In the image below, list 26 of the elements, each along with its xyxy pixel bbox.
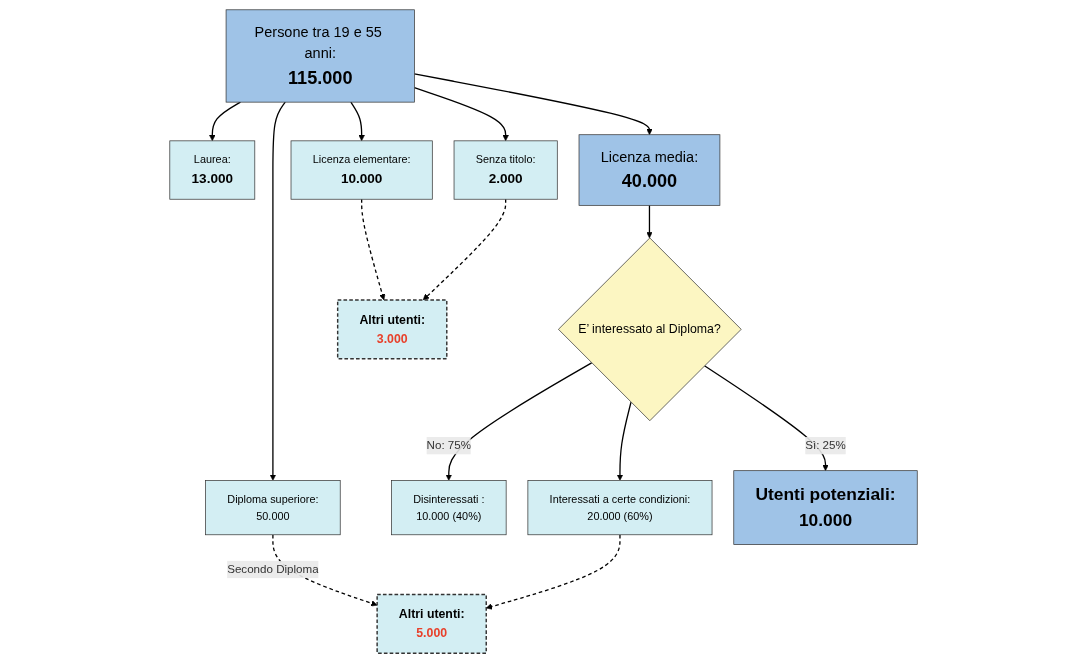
node-box: Laurea: 13.000	[169, 140, 256, 200]
edge-label: Secondo Diploma	[227, 563, 320, 576]
arrow	[446, 362, 593, 481]
node-box: Interessati a certe condizioni: 20.000 (60%)	[528, 480, 713, 536]
node-box: Licenza elementare: 10.000	[291, 140, 434, 200]
node-box: Altri utenti: 5.000	[376, 593, 488, 654]
node-diamond: E’ interessato al Diploma?	[558, 237, 743, 422]
arrow	[486, 534, 622, 610]
node-box: Licenza media: 40.000	[579, 134, 721, 206]
arrow	[423, 198, 507, 301]
node-box: Altri utenti: 3.000	[337, 299, 448, 360]
arrow	[270, 101, 287, 481]
edge-label: No: 75%	[427, 439, 472, 452]
node-box: Senza titolo: 2.000	[454, 140, 559, 200]
edge-label: Sì: 25%	[805, 439, 847, 452]
arrow	[646, 204, 654, 239]
arrow	[209, 101, 242, 142]
node-box: Persone tra 19 e 55 anni: 115.000	[226, 9, 416, 103]
arrow	[414, 73, 654, 135]
node-box: Utenti potenziali: 10.000	[733, 470, 919, 545]
arrow	[350, 101, 366, 142]
node-box: Diploma superiore: 50.000	[205, 480, 342, 536]
arrow	[414, 87, 510, 142]
arrow	[617, 401, 633, 481]
arrow	[361, 198, 386, 301]
node-box: Disinteressati : 10.000 (40%)	[391, 480, 507, 536]
